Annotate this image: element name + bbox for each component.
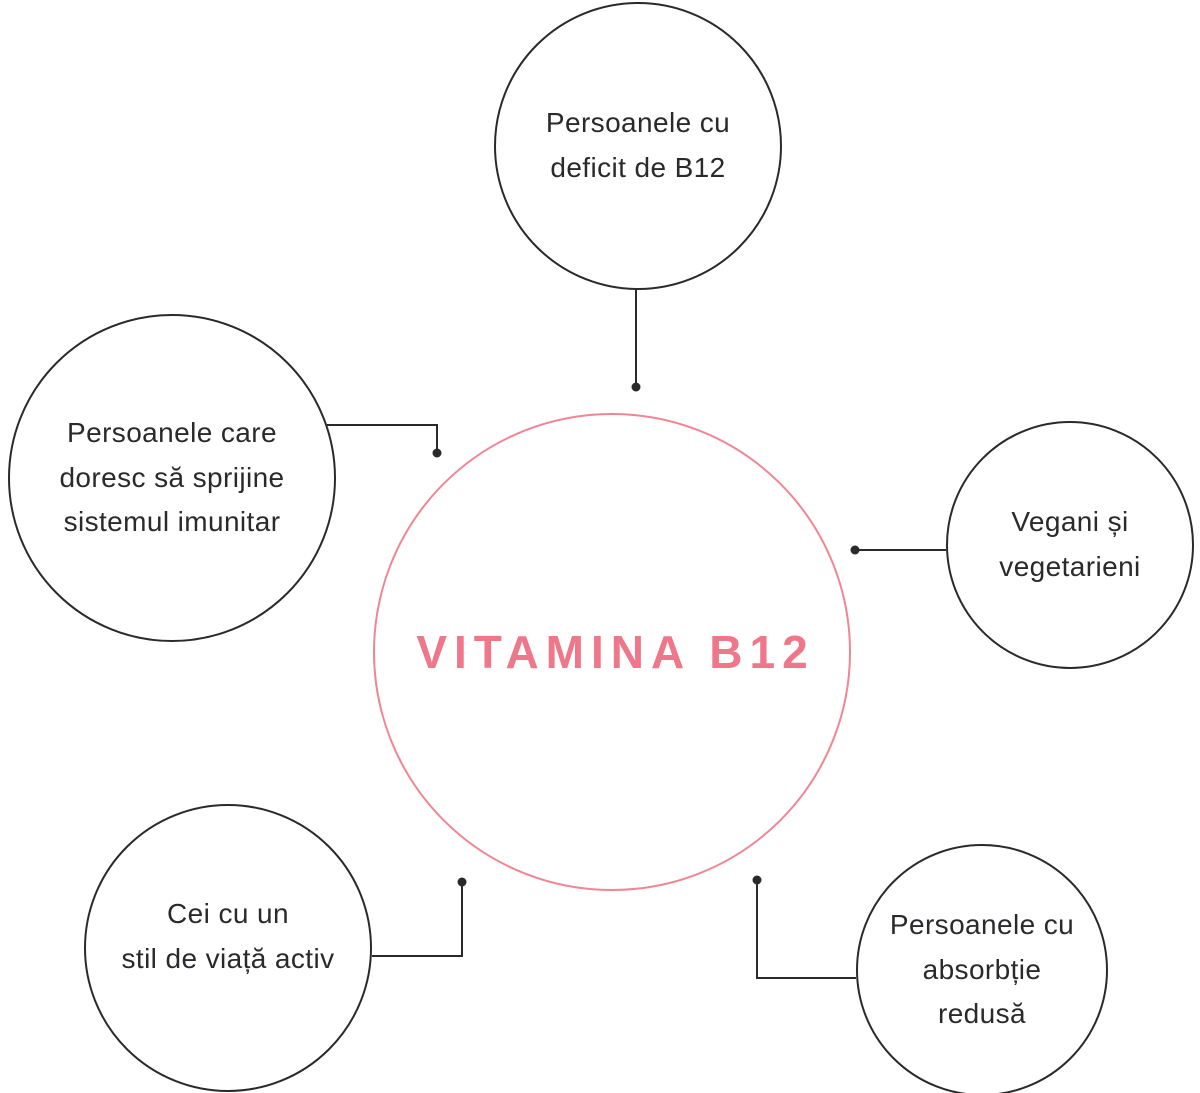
center-node-vitamina-b12: VITAMINA B12 xyxy=(373,413,851,891)
connector-dot-bottom-left xyxy=(457,877,467,887)
node-deficit-b12-label: Persoanele cu deficit de B12 xyxy=(546,101,730,191)
node-deficit-b12: Persoanele cu deficit de B12 xyxy=(494,2,782,290)
node-label-line: sistemul imunitar xyxy=(63,506,281,538)
node-label-line: doresc să sprijine xyxy=(59,461,285,493)
connector-bottom-right xyxy=(756,884,856,979)
node-label-line: deficit de B12 xyxy=(550,152,726,183)
node-vegani-vegetarieni-label: Vegani și vegetarieni xyxy=(999,500,1140,590)
connector-dot-right xyxy=(850,545,860,555)
node-label-line: Persoanele cu xyxy=(545,107,731,139)
node-absorbtie-redusa-label: Persoanele cu absorbție redusă xyxy=(890,903,1074,1037)
node-label-line: stil de viață activ xyxy=(121,943,335,974)
connector-bottom-left xyxy=(372,886,463,957)
node-stil-viata-activ-label: Cei cu un stil de viață activ xyxy=(121,892,334,982)
node-stil-viata-activ: Cei cu un stil de viață activ xyxy=(84,804,372,1092)
node-absorbtie-redusa: Persoanele cu absorbție redusă xyxy=(856,844,1108,1093)
node-vegani-vegetarieni: Vegani și vegetarieni xyxy=(946,421,1194,669)
center-node-label: VITAMINA B12 xyxy=(416,626,815,678)
node-label-line: Persoanele care xyxy=(67,416,277,448)
connector-dot-top xyxy=(631,382,641,392)
node-label-line: absorbție xyxy=(922,953,1042,985)
node-sistem-imunitar: Persoanele care doresc să sprijine siste… xyxy=(8,314,336,642)
node-label-line: Cei cu un xyxy=(167,898,289,930)
node-label-line: Vegani și xyxy=(1011,506,1129,538)
node-label-line: vegetarieni xyxy=(999,551,1141,582)
connector-dot-left xyxy=(432,448,442,458)
connector-dot-bottom-right xyxy=(752,875,762,885)
connector-left xyxy=(327,424,438,449)
node-label-line: Persoanele cu xyxy=(889,908,1075,940)
node-label-line: redusă xyxy=(937,998,1026,1030)
node-sistem-imunitar-label: Persoanele care doresc să sprijine siste… xyxy=(59,411,284,545)
